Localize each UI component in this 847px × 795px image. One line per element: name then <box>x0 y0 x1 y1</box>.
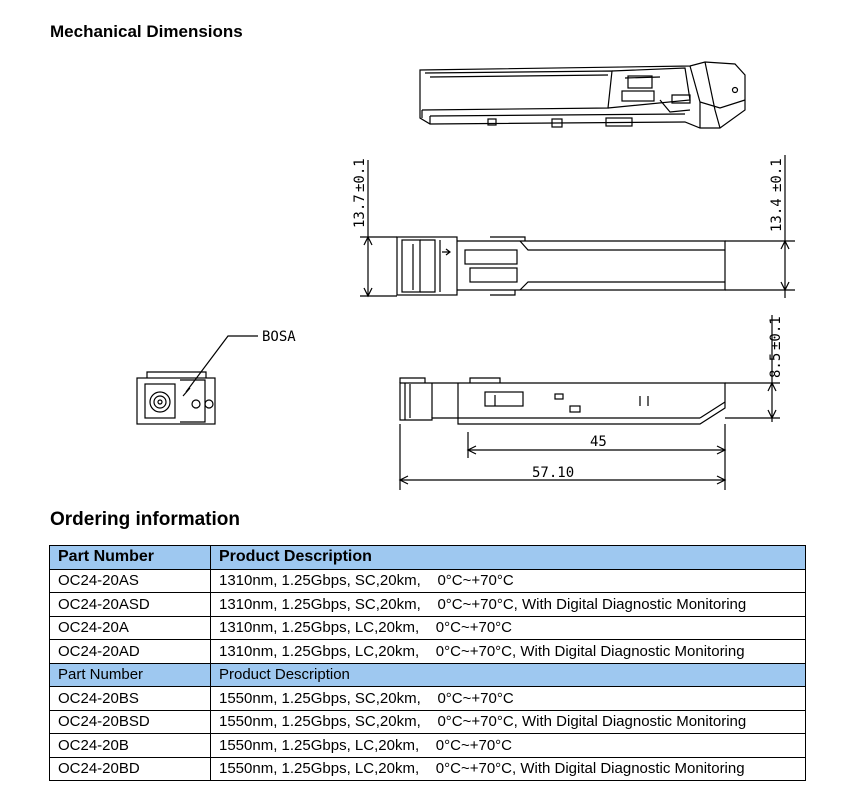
part-number-cell: OC24-20BSD <box>49 709 211 734</box>
dim-13-7-tolerance: ±0.1 <box>352 158 368 192</box>
mechanical-dimensions-title: Mechanical Dimensions <box>50 22 243 41</box>
part-number-cell: OC24-20BD <box>49 756 211 781</box>
dim-57-10: 57.10 <box>532 465 574 481</box>
header-product-description: Product Description <box>210 545 806 570</box>
side-view <box>360 155 795 298</box>
product-description-cell: 1550nm, 1.25Gbps, SC,20km, 0°C~+70°C, Wi… <box>210 709 806 734</box>
product-description-cell: 1310nm, 1.25Gbps, SC,20km, 0°C~+70°C <box>210 568 806 593</box>
bottom-view <box>398 315 780 490</box>
dim-8-5-tolerance: ±0.1 <box>768 316 784 350</box>
product-description-cell: 1310nm, 1.25Gbps, LC,20km, 0°C~+70°C, Wi… <box>210 639 806 664</box>
part-number-cell: OC24-20ASD <box>49 592 211 617</box>
label-bosa: BOSA <box>262 329 296 345</box>
front-view <box>136 335 258 425</box>
header-product-description: Product Description <box>210 662 806 687</box>
dim-13-4: 13.4 <box>769 198 785 232</box>
dim-13-4-tolerance: ±0.1 <box>769 158 785 192</box>
isometric-view <box>419 61 746 129</box>
dim-45: 45 <box>590 434 607 450</box>
part-number-cell: OC24-20BS <box>49 686 211 711</box>
mechanical-drawing: BOSA 13.7 ±0.1 13.4 ±0.1 8.5 ±0.1 45 57.… <box>136 61 795 490</box>
product-description-cell: 1550nm, 1.25Gbps, LC,20km, 0°C~+70°C <box>210 733 806 758</box>
product-description-cell: 1550nm, 1.25Gbps, LC,20km, 0°C~+70°C, Wi… <box>210 756 806 781</box>
part-number-cell: OC24-20A <box>49 615 211 640</box>
product-description-cell: 1310nm, 1.25Gbps, LC,20km, 0°C~+70°C <box>210 615 806 640</box>
dim-13-7: 13.7 <box>352 194 368 228</box>
part-number-cell: OC24-20AD <box>49 639 211 664</box>
ordering-information-title: Ordering information <box>50 509 240 530</box>
dim-8-5: 8.5 <box>768 353 784 378</box>
header-part-number: Part Number <box>49 545 211 570</box>
part-number-cell: OC24-20AS <box>49 568 211 593</box>
product-description-cell: 1550nm, 1.25Gbps, SC,20km, 0°C~+70°C <box>210 686 806 711</box>
header-part-number: Part Number <box>49 662 211 687</box>
product-description-cell: 1310nm, 1.25Gbps, SC,20km, 0°C~+70°C, Wi… <box>210 592 806 617</box>
part-number-cell: OC24-20B <box>49 733 211 758</box>
